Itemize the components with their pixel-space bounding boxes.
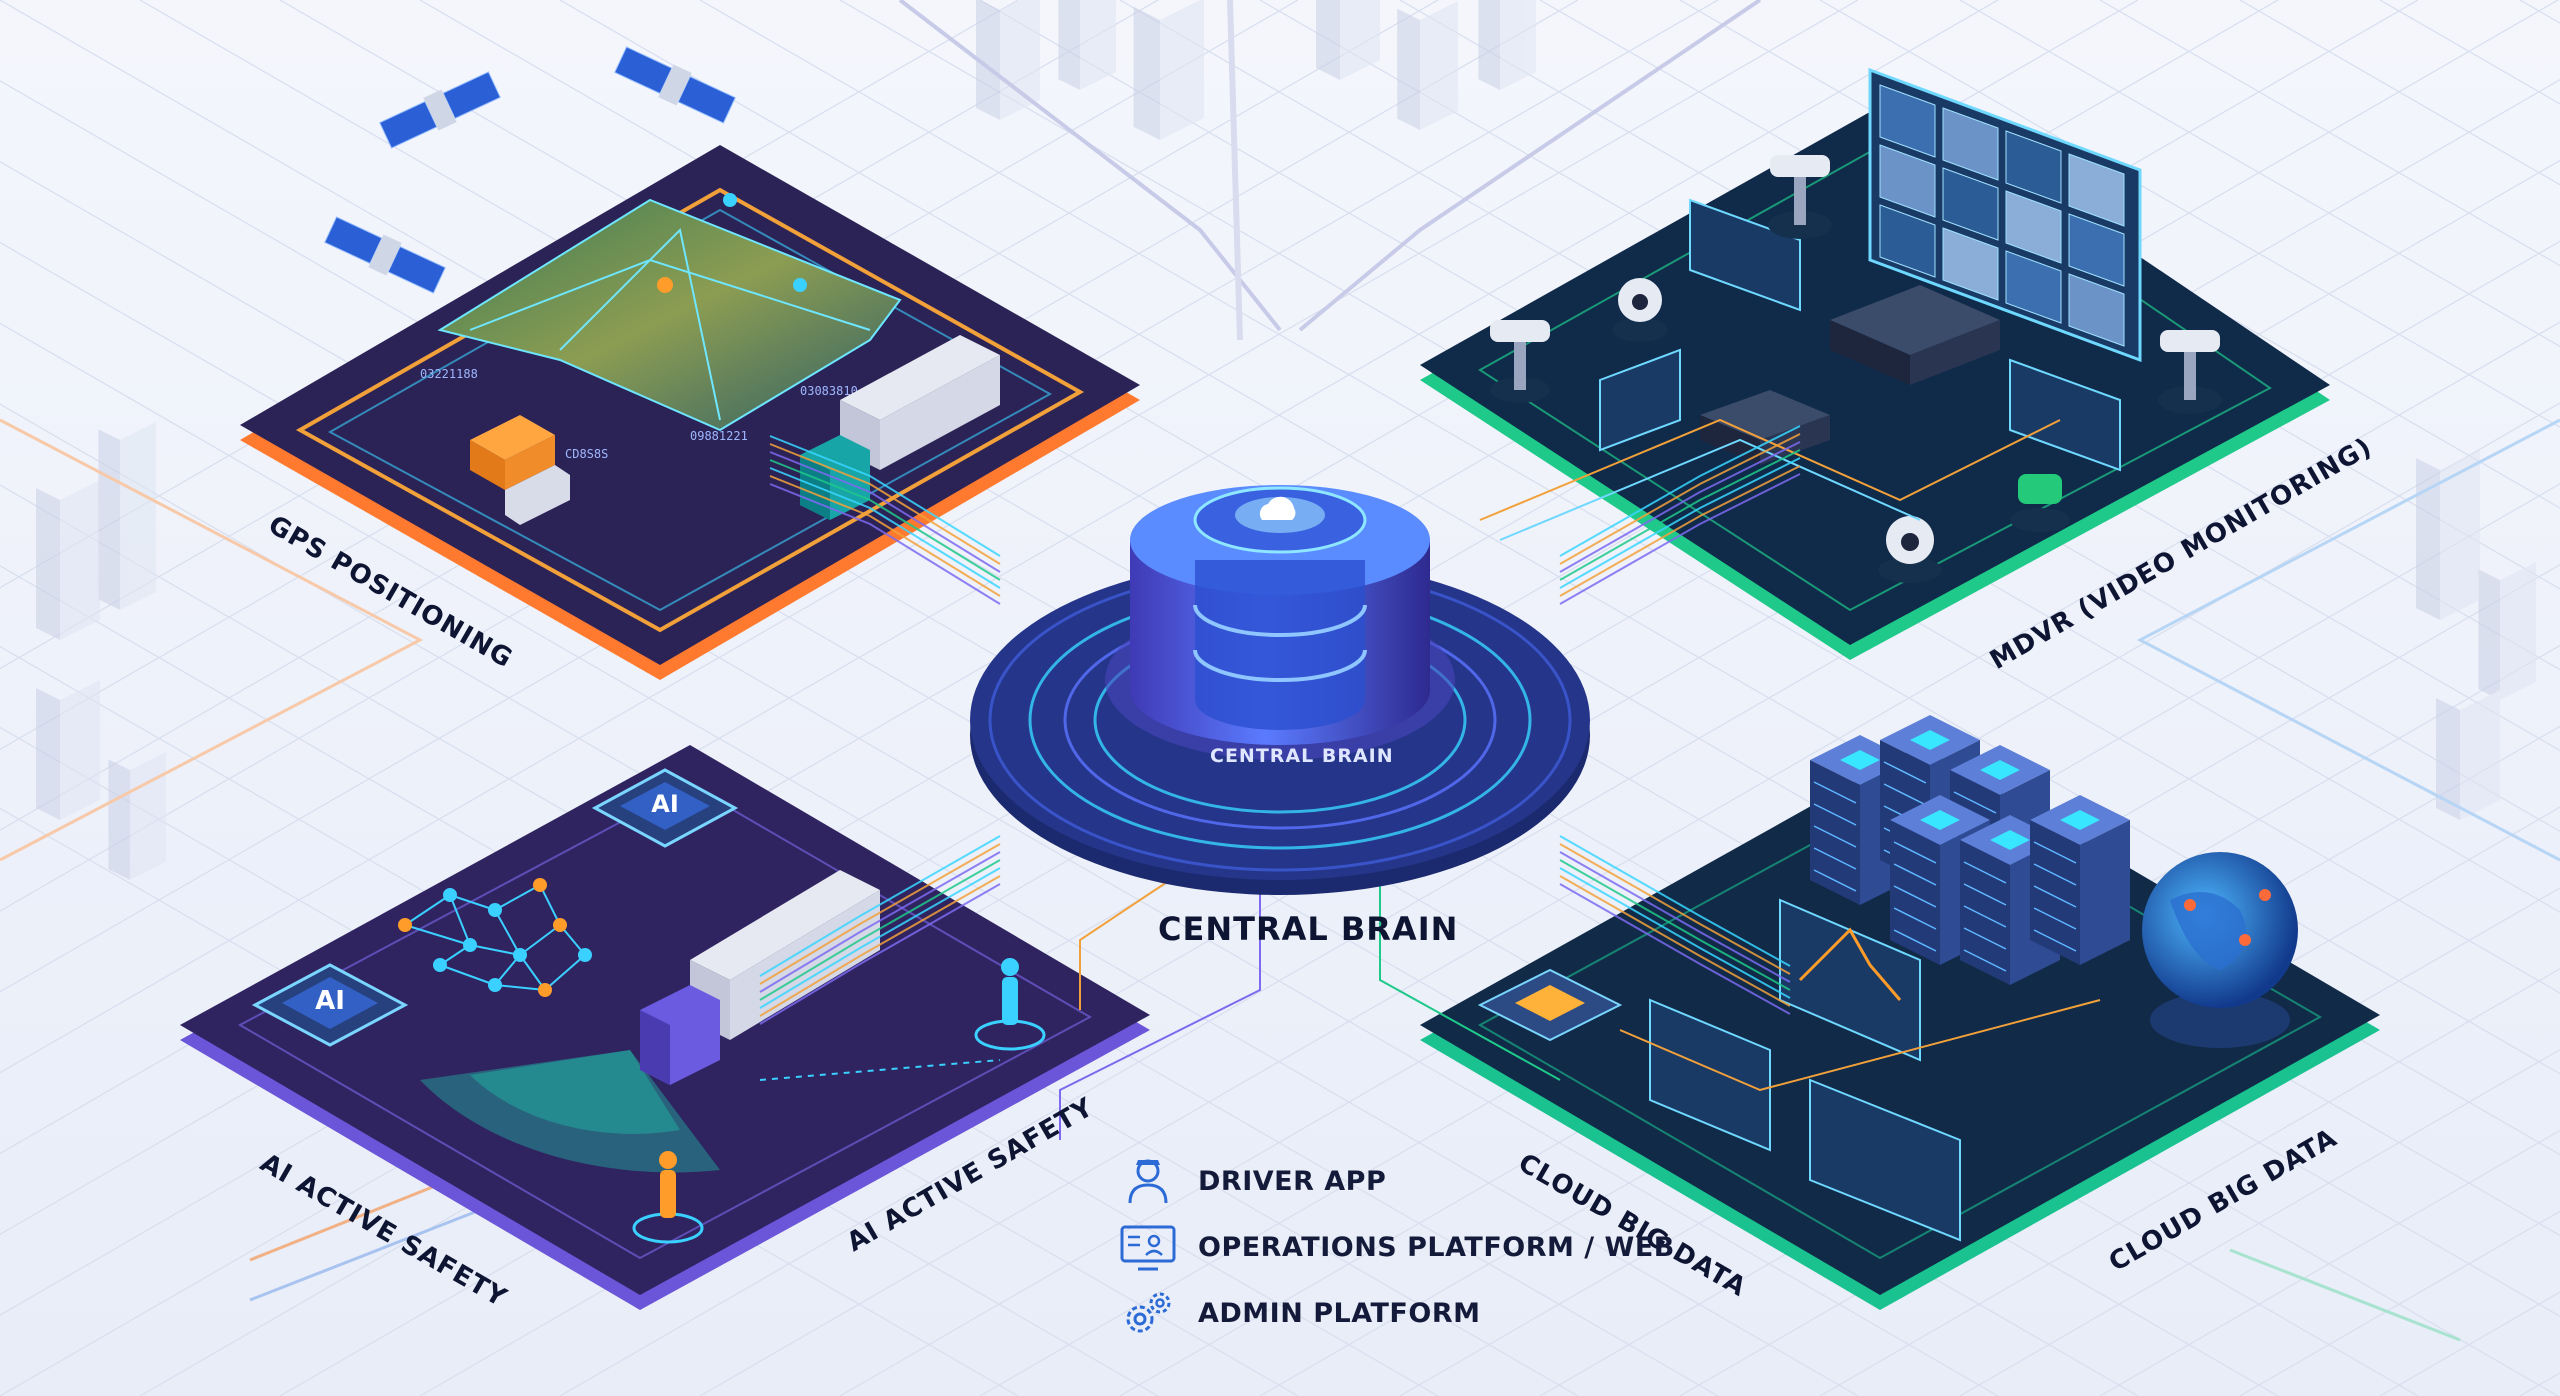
map-code: 09881221 — [690, 429, 748, 443]
map-code: 03221188 — [420, 367, 478, 381]
circuit-connections — [759, 425, 1801, 1140]
gears-icon — [1126, 1292, 1171, 1333]
terrain-map — [437, 198, 902, 432]
roads — [0, 0, 2560, 1342]
driver-icon — [1128, 1159, 1168, 1204]
central-brain-label: CENTRAL BRAIN — [1158, 910, 1459, 948]
analytics-screen — [1809, 1078, 1961, 1242]
pedestrian-icon — [632, 1151, 704, 1244]
sensor-radar-cone — [420, 1050, 720, 1173]
monitor-screen — [2009, 358, 2121, 472]
platform-legend: DRIVER APP OPERATIONS PLATFORM / WEB ADM… — [1118, 1148, 1675, 1346]
database-cylinder-icon — [1130, 485, 1430, 745]
security-camera-icon — [1490, 320, 1550, 403]
chip-label: AI — [651, 790, 679, 818]
monitor-screen — [1599, 348, 1681, 452]
satellite-icon — [379, 71, 501, 149]
legend-label: OPERATIONS PLATFORM / WEB — [1198, 1231, 1675, 1263]
dome-camera-icon — [1612, 278, 1668, 342]
central-brain-hub — [759, 425, 1801, 1140]
city-background — [36, 0, 2536, 880]
globe-icon — [2142, 852, 2298, 1048]
satellite-icon — [614, 46, 736, 124]
delivery-truck-icon — [470, 415, 570, 525]
security-camera-icon — [1768, 155, 1832, 239]
central-brain-small-label: CENTRAL BRAIN — [1210, 745, 1394, 767]
map-pin-icon — [657, 277, 673, 293]
legend-item-operations-platform: OPERATIONS PLATFORM / WEB — [1118, 1214, 1675, 1280]
chip-label: AI — [315, 986, 345, 1016]
map-code: 03083810 — [800, 384, 858, 398]
legend-item-admin-platform: ADMIN PLATFORM — [1118, 1280, 1675, 1346]
web-platform-icon — [1120, 1225, 1176, 1271]
processor-icon — [1477, 968, 1623, 1042]
cloud-platform — [1420, 715, 2380, 1310]
ai-chip-icon: AI — [251, 963, 409, 1047]
pedestrian-icon — [974, 958, 1046, 1051]
map-pin-icon — [723, 193, 737, 207]
monitor-screen — [1689, 198, 1801, 312]
legend-label: ADMIN PLATFORM — [1198, 1297, 1481, 1329]
security-camera-icon — [2158, 330, 2222, 414]
legend-item-driver-app: DRIVER APP — [1118, 1148, 1675, 1214]
dome-camera-icon — [1878, 516, 1942, 583]
satellite-icon — [324, 216, 446, 294]
dvr-box-icon — [1830, 285, 2000, 385]
legend-label: DRIVER APP — [1198, 1165, 1387, 1197]
neural-network-icon — [398, 878, 592, 997]
ai-chip-icon: AI — [591, 768, 739, 848]
map-pin-icon — [793, 278, 807, 292]
map-code: CD8S8S — [565, 447, 608, 461]
video-wall — [1868, 67, 2142, 363]
satellites — [324, 46, 736, 294]
analytics-screen — [1779, 898, 1921, 1062]
gps-platform: 03221188 CD8S8S 09881221 03083810 — [240, 145, 1140, 680]
cloud-icon — [1259, 496, 1296, 520]
server-racks — [1810, 715, 2130, 985]
analytics-screen — [1649, 998, 1771, 1152]
sensor-icon — [2010, 474, 2070, 532]
